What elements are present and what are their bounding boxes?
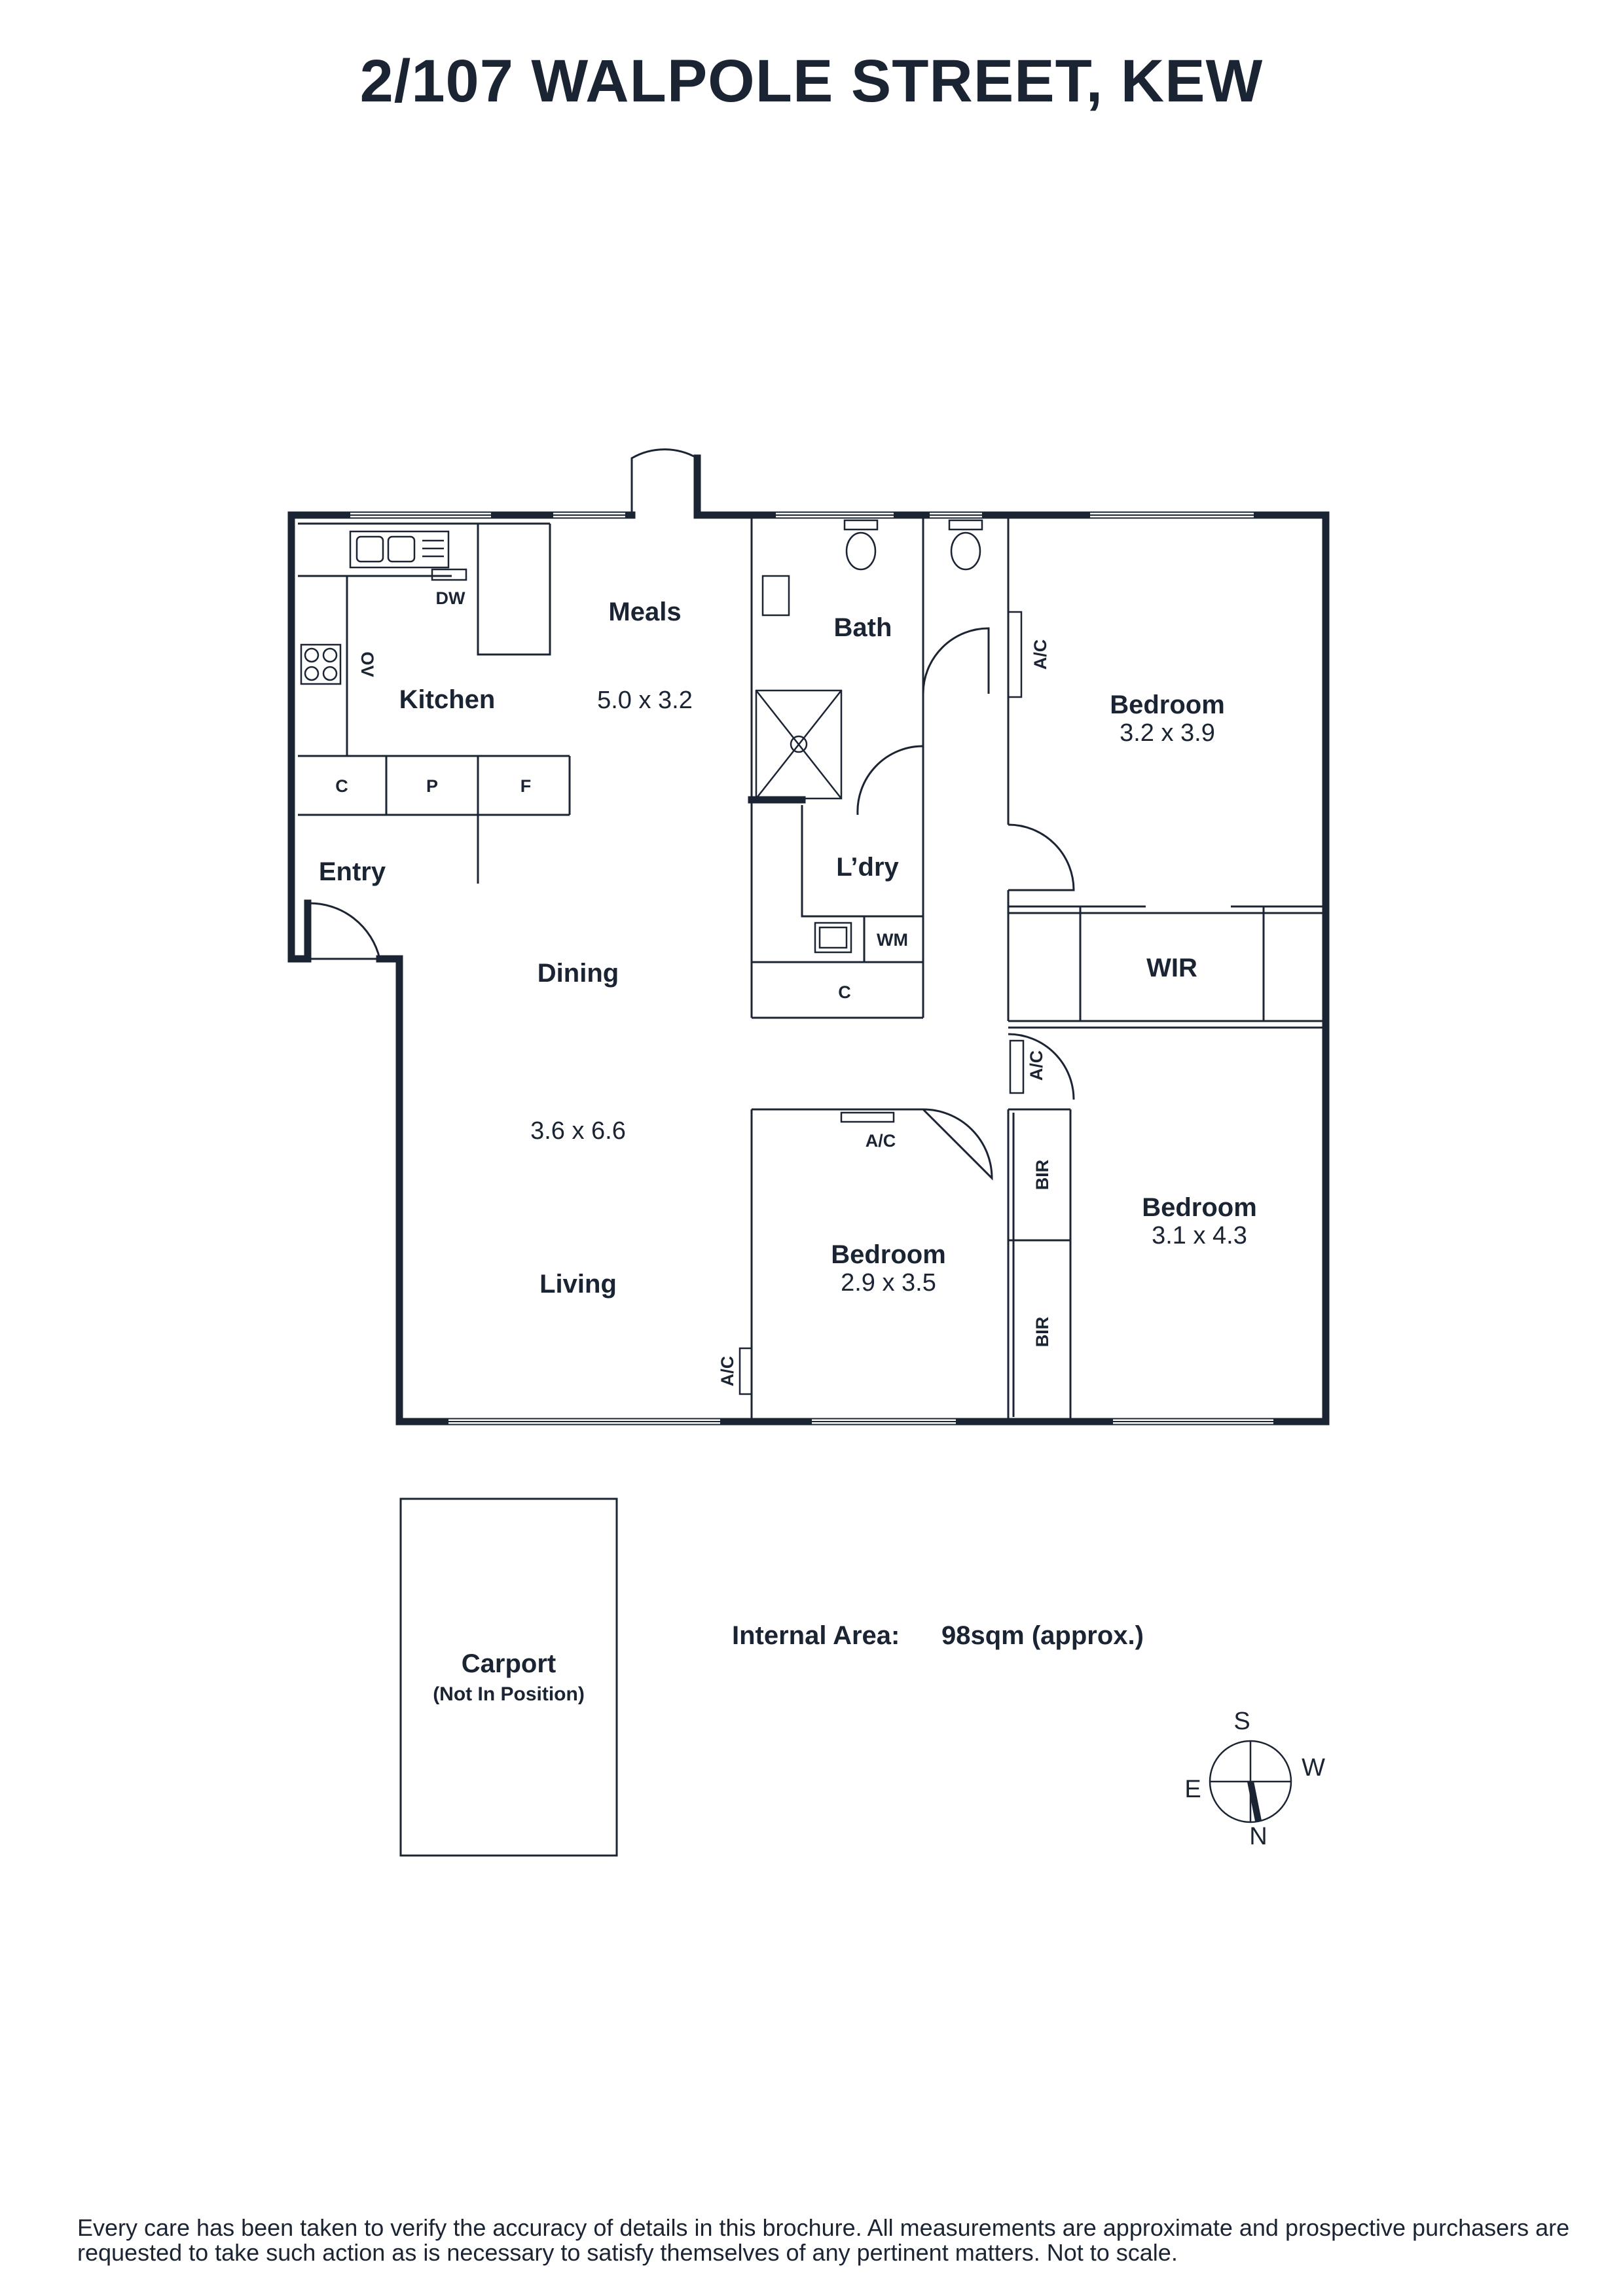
carport-outline	[399, 1498, 618, 1857]
compass-n: N	[1249, 1823, 1267, 1850]
room-label-meals: Meals	[608, 598, 681, 626]
room-label-carport: Carport	[462, 1649, 556, 1678]
room-label-kitchen: Kitchen	[399, 685, 496, 714]
room-label-entry: Entry	[319, 857, 386, 886]
room-dims-bedroom-2: 2.9 x 3.5	[841, 1269, 936, 1297]
fixtures	[300, 519, 1025, 1395]
label-ac-bedroom-2: A/C	[866, 1131, 896, 1151]
room-label-bedroom-2: Bedroom	[831, 1240, 946, 1269]
room-label-bedroom-3: Bedroom	[1142, 1193, 1257, 1222]
disclaimer: Every care has been taken to verify the …	[77, 2214, 1570, 2266]
room-dims-dining-living: 3.6 x 6.6	[530, 1117, 626, 1145]
room-label-bedroom-1: Bedroom	[1110, 691, 1225, 719]
windows	[350, 512, 1273, 1424]
label-c-kitchen: C	[335, 776, 348, 796]
doors	[307, 448, 1075, 1181]
internal-area-label: Internal Area:	[732, 1621, 900, 1650]
internal-area-value: 98sqm (approx.)	[941, 1621, 1144, 1650]
room-label-dining: Dining	[538, 959, 619, 988]
room-label-bath: Bath	[834, 613, 892, 642]
label-bir-upper: BIR	[1032, 1160, 1052, 1191]
label-ac-living: A/C	[718, 1356, 737, 1387]
compass-w: W	[1302, 1754, 1325, 1782]
room-dims-meals: 5.0 x 3.2	[597, 687, 693, 714]
room-dims-bedroom-3: 3.1 x 4.3	[1152, 1222, 1247, 1249]
compass-labels: S W E N	[1184, 1708, 1325, 1850]
room-labels: Meals 5.0 x 3.2 Kitchen Bath L’dry Entry…	[319, 598, 1257, 1705]
room-label-living: Living	[539, 1270, 617, 1299]
label-p: P	[426, 776, 438, 796]
label-bir-lower: BIR	[1032, 1317, 1052, 1348]
room-dims-bedroom-1: 3.2 x 3.9	[1120, 719, 1215, 747]
room-label-wir: WIR	[1146, 954, 1197, 982]
page-title: 2/107 WALPOLE STREET, KEW	[359, 48, 1264, 115]
label-wm: WM	[877, 930, 908, 950]
label-ov: OV	[357, 651, 377, 677]
compass-s: S	[1233, 1708, 1250, 1735]
label-f: F	[520, 776, 532, 796]
internal-area: Internal Area: 98sqm (approx.)	[732, 1621, 1144, 1650]
label-ac-hall: A/C	[1027, 1050, 1046, 1081]
compass-e: E	[1184, 1776, 1201, 1803]
label-dw: DW	[436, 588, 465, 608]
fixture-labels: DW OV C P F WM C A/C A/C A/C A/C BIR BIR	[335, 588, 1052, 1386]
room-note-carport: (Not In Position)	[433, 1683, 585, 1705]
label-c-laundry: C	[838, 982, 851, 1002]
label-ac-bedroom-1: A/C	[1030, 639, 1050, 670]
compass-icon	[1209, 1740, 1292, 1823]
room-label-laundry: L’dry	[836, 853, 899, 882]
